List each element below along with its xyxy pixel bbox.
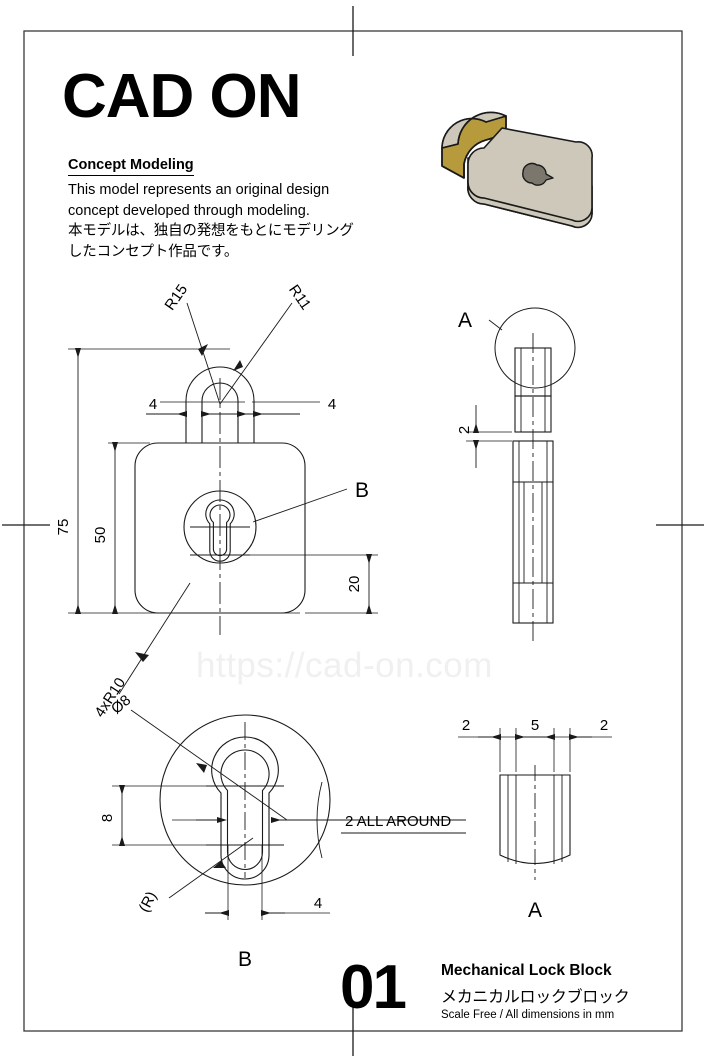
title-block-number: 01 [340,953,407,1022]
detail-b-geometry [112,709,466,920]
detail-a-geometry [458,728,612,880]
detail-b-title: B [238,948,252,971]
callout-a-side: A [458,309,472,332]
side-view-geometry [466,307,576,643]
front-view-geometry [68,302,378,695]
dim-detaila-right: 2 [600,717,608,734]
dim-detaila-left: 2 [462,717,470,734]
note-all-around: 2 ALL AROUND [345,813,451,830]
desc-en-line1: This model represents an original design [68,182,330,198]
dim-radius-inner: R11 [285,282,314,313]
title-block-name-en: Mechanical Lock Block [441,962,612,979]
watermark: https://cad-on.com [196,646,493,685]
dim-corner-radius: 4xR10 [91,675,129,721]
callout-b-front: B [355,479,369,502]
dim-detailb-vertical: 8 [99,814,116,822]
desc-en-line2: concept developed through modeling. [68,202,310,219]
concept-description: This model represents an original design… [68,180,398,263]
title-block-name-jp: メカニカルロックブロック [441,989,630,1006]
dim-radius-ref: (R) [136,889,161,915]
dim-hole-dia: Ø8 [108,692,134,718]
dim-radius-outer: R15 [161,281,191,313]
desc-jp-line2: したコンセプト作品です。 [68,244,239,261]
dim-slot-width: 4 [314,895,322,912]
page-title: CAD ON [62,62,302,131]
dim-leg-left: 4 [149,396,157,413]
dim-leg-right: 4 [328,396,336,413]
concept-subtitle: Concept Modeling [68,157,194,176]
dim-detaila-middle: 5 [531,717,539,734]
desc-jp-line1: 本モデルは、独自の発想をもとにモデリング [68,223,354,240]
dim-keyhole-offset: 20 [346,576,363,593]
dim-height-overall: 75 [55,519,72,536]
detail-a-title: A [528,899,542,922]
dim-height-body: 50 [92,527,109,544]
drawing-text: 75 50 20 4 4 R15 R11 4xR10 B A 2 Ø8 8 (R… [55,281,608,971]
title-block-note: Scale Free / All dimensions in mm [441,1009,615,1021]
padlock-isometric-render [441,111,593,229]
dim-side-gap: 2 [456,426,473,434]
